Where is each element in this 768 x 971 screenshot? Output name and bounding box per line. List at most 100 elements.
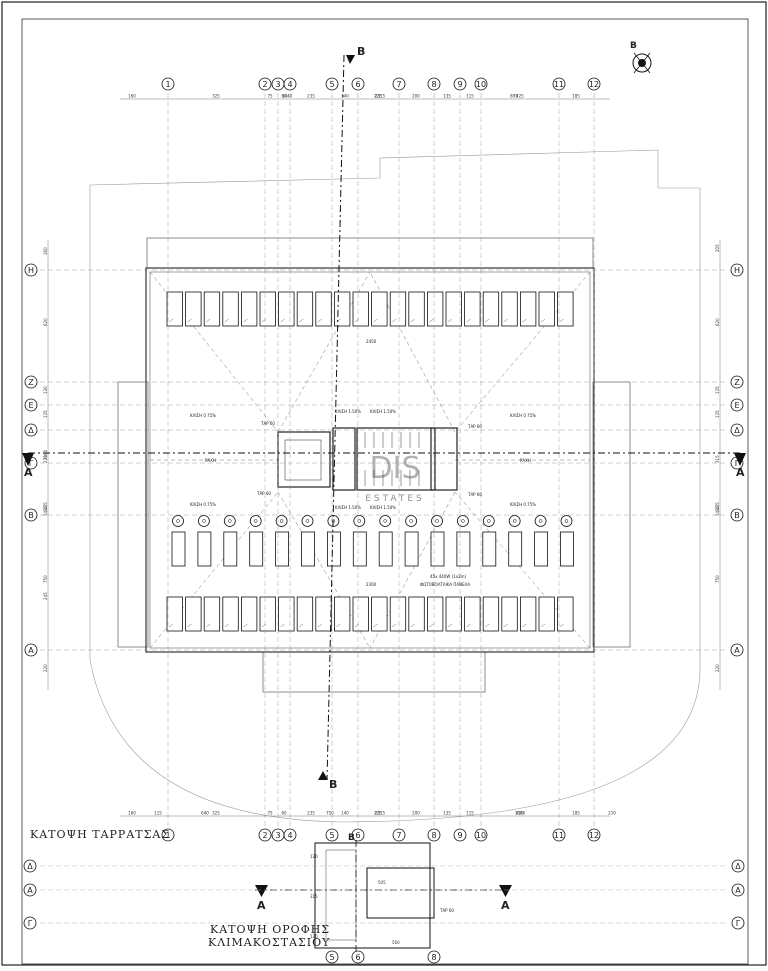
grid-col-bottom-8-circle [427, 828, 441, 842]
solar-panel-bottom-1 [185, 596, 202, 632]
dims_top-7: 200 [412, 94, 420, 99]
ridge-note-right: ΡΑΧΗ [520, 458, 531, 463]
solar-panel-bottom-mark-2 [206, 623, 211, 628]
dims_right-5: 135 [715, 502, 720, 510]
dims_top-11: 185 [572, 94, 580, 99]
stair-roof-title-line2: ΚΛΙΜΑΚΟΣΤΑΣΙΟΥ [208, 936, 330, 949]
stair-roof-title-line1: ΚΑΤΟΨΗ ΟΡΟΦΗΣ [210, 923, 330, 936]
grid-col-top-2: 2 [262, 80, 267, 89]
dims_bottom-17: 115 [154, 811, 162, 816]
stair-dim-120-top: 120 [310, 854, 318, 859]
solar-panel-top-4 [240, 291, 258, 327]
solar-panel-bottom-mark-18 [503, 623, 508, 628]
solar-panel-top-13 [408, 291, 425, 327]
slope-note-left-lower: ΚΛΙΣΗ 0.75% [190, 502, 216, 507]
dims_top-10: 425 [516, 94, 524, 99]
heater-tank-core-11 [461, 519, 465, 523]
slope-note-left-upper: ΚΛΙΣΗ 0.75% [190, 413, 216, 418]
stair-grid-col-6-circle [351, 950, 365, 964]
heater-tank-13 [508, 515, 521, 527]
solar-panel-bottom-mark-19 [522, 623, 527, 628]
dims_top-6: 225 [374, 94, 382, 99]
grid-col-top-12: 12 [589, 80, 599, 89]
solar-panel-top-2 [203, 291, 221, 327]
dims_right-2: 135 [715, 386, 720, 394]
heater-tank-core-3 [253, 519, 258, 523]
dims_bottom-16: 2315 [375, 811, 386, 816]
section-b-label-bottom: B [329, 778, 337, 791]
dims_left-9: 245 [43, 592, 48, 600]
solar-panel-top-mark-13 [410, 318, 415, 323]
dims_bottom-12: 1040 [515, 811, 526, 816]
heater-collector-0 [171, 531, 186, 567]
heater-collector-15 [560, 531, 574, 567]
drain-note-1: ΤΑΡ 60 [260, 421, 275, 426]
heater-collector-6 [326, 531, 341, 567]
grid-col-top-1: 1 [165, 80, 170, 89]
grid-row-right-6-circle [730, 643, 744, 657]
dims_left-3: 135 [43, 410, 48, 418]
solar-panel-top-mark-3 [224, 318, 229, 323]
solar-panel-bottom-0 [166, 596, 183, 632]
solar-panel-top-mark-0 [168, 318, 174, 323]
heater-tank-11 [456, 515, 469, 527]
heater-collector-12 [482, 531, 497, 567]
section-marker-b-bottom: B [318, 771, 337, 791]
solar-panel-bottom-18 [501, 596, 518, 632]
heater-collector-2 [223, 531, 238, 567]
stair-grid-row-left-2: Γ [28, 919, 33, 928]
heater-collector-11 [456, 531, 471, 567]
roof-notes: ΚΛΙΣΗ 0.75% ΚΛΙΣΗ 0.75% ΚΛΙΣΗ 0.75% ΚΛΙΣ… [190, 339, 536, 587]
dims_right-8: 220 [715, 664, 720, 672]
heater-tank-core-0 [176, 519, 180, 523]
heater-collector-8 [378, 531, 393, 567]
grid-col-top-9: 9 [457, 80, 462, 89]
dim-2450-label: 2450 [366, 339, 377, 344]
grid-col-bottom-2-circle [258, 828, 272, 842]
roof-parapet-outer [145, 267, 595, 653]
grid-row-right-2-circle [730, 398, 744, 412]
solar-panel-top-mark-1 [187, 318, 192, 323]
solar-panel-top-3 [222, 291, 239, 327]
stair-dim-505: 505 [378, 880, 386, 885]
solar-panel-top-mark-6 [280, 318, 285, 323]
solar-panel-top-11 [371, 291, 388, 327]
stair-grid-row-right-2: Γ [736, 919, 741, 928]
drain-note-4: ΤΑΡ 60 [467, 492, 482, 497]
solar-panel-bottom-mark-1 [187, 623, 192, 628]
stair-grid-col-8-circle [427, 950, 441, 964]
dims_right-0: 205 [715, 244, 720, 252]
slope-note-center-2: ΚΛΙΣΗ 1.50% [370, 409, 396, 414]
dims_bottom-4: 60 [281, 811, 287, 816]
dims_bottom-3: 75 [267, 811, 273, 816]
stair-core [277, 427, 458, 491]
dims_top-4: 235 [307, 94, 315, 99]
inner-frame [21, 18, 749, 965]
stair-grid-row-left-1: A [27, 886, 33, 895]
dims_top-9: 115 [466, 94, 474, 99]
dims_bottom-1: 640 [201, 811, 209, 816]
solar-panel-bottom-mark-6 [280, 623, 285, 628]
solar-panel-bottom-15 [445, 596, 462, 632]
solar-panel-bottom-mark-10 [354, 623, 360, 628]
grid-col-top-4: 4 [287, 80, 292, 89]
solar-panel-bottom-20 [538, 596, 555, 632]
solar-panel-top-mark-18 [503, 318, 508, 323]
grid-row-right-2: E [734, 401, 739, 410]
grid-col-bottom-7-circle [392, 828, 406, 842]
solar-panels-bottom-row [166, 596, 574, 632]
solar-panel-bottom-3 [222, 596, 239, 632]
dims_top-2: 75 [267, 94, 273, 99]
solar-panel-top-18 [501, 291, 518, 327]
dims_left-0: 160 [43, 247, 48, 255]
dims_left-10: 220 [43, 664, 48, 672]
grid-col-top-6: 6 [355, 80, 360, 89]
solar-panel-bottom-5 [259, 596, 276, 632]
solar-panel-top-mark-17 [485, 318, 490, 323]
heater-tank-core-5 [305, 519, 310, 523]
solar-panel-top-0 [166, 291, 183, 327]
grid-col-bottom-12-circle [587, 828, 601, 842]
heater-tank-3 [249, 515, 262, 527]
